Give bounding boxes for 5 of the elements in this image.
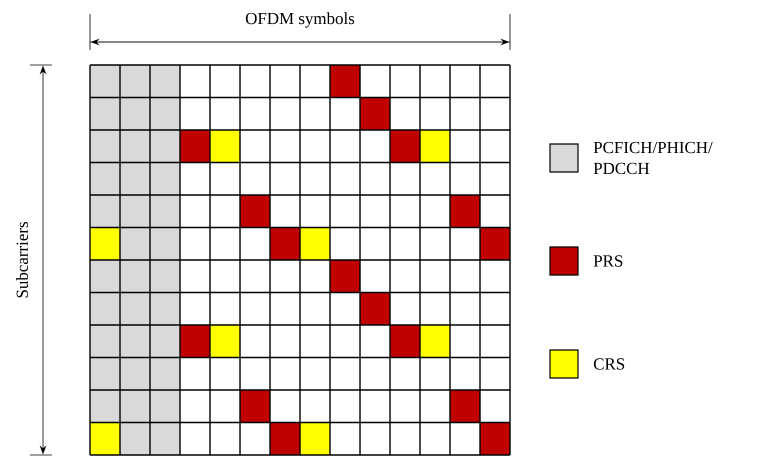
axis-label: OFDM symbols (244, 11, 356, 29)
legend-label: CRS (594, 358, 624, 370)
axis-label: Subcarriers (15, 220, 29, 300)
legend-label: PRS (594, 255, 622, 267)
legend-label: PCFICH/PHICH/ PDCCH (594, 142, 713, 174)
